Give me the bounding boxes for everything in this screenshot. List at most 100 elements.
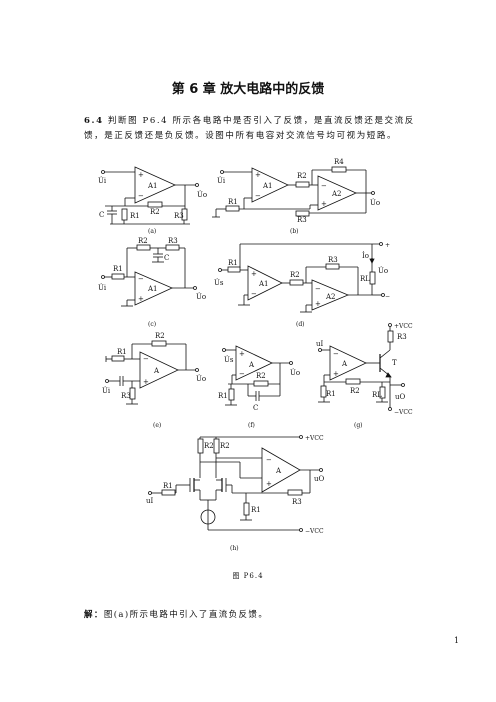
circuit-e: − + A R1 R2 U̇o U̇i R3 (e)	[102, 332, 206, 429]
label: −	[333, 350, 339, 358]
circuit-b: + − A1 U̇i R1 R2 − + A2 R4 U̇o R3	[212, 158, 380, 235]
label: T	[392, 359, 397, 367]
label: +	[385, 242, 390, 249]
label: R3	[328, 256, 338, 264]
subfigure-label: (c)	[148, 321, 156, 328]
label: A2	[331, 190, 342, 198]
label: −VCC	[394, 409, 413, 416]
label: U̇i	[217, 177, 226, 185]
label: +	[321, 200, 327, 208]
problem-statement: 6.4 判断图 P6.4 所示各电路中是否引入了反馈，是直流反馈还是交流反 馈，…	[84, 114, 422, 144]
label: R2	[297, 172, 307, 180]
label: R1	[113, 265, 123, 273]
circuit-a: + − A1 U̇i U̇o C R1 R2 R3 (a)	[98, 166, 207, 235]
answer-lead: 解：	[84, 610, 104, 620]
label: R1	[163, 482, 173, 490]
label: U̇i	[98, 284, 107, 292]
label: R2	[155, 332, 165, 340]
label: −	[255, 192, 261, 200]
label: R3	[168, 237, 178, 245]
label: R1	[228, 259, 238, 267]
label: −	[315, 285, 321, 293]
label: R1	[326, 390, 336, 398]
label: −	[239, 370, 245, 378]
label: U̇s	[224, 356, 234, 364]
label: A	[341, 360, 348, 368]
label: C	[164, 254, 169, 262]
label: A	[275, 467, 282, 475]
label: C	[253, 404, 258, 412]
chapter-title: 第 6 章 放大电路中的反馈	[171, 82, 325, 97]
label: R1	[218, 392, 228, 400]
label: −VCC	[305, 528, 324, 535]
label: U̇o	[197, 191, 207, 199]
label: uO	[395, 393, 406, 401]
circuit-g: − + A uI T R3 +VCC −VCC R2 R1 RL	[316, 323, 413, 429]
label: +	[266, 480, 272, 488]
subfigure-label: (b)	[290, 228, 299, 235]
label: +	[255, 171, 261, 179]
label: −	[321, 182, 327, 190]
label: −	[385, 293, 390, 300]
label: A	[248, 361, 255, 369]
label: +VCC	[305, 435, 324, 442]
subfigure-label: (d)	[296, 321, 305, 328]
label: U̇s	[214, 279, 224, 287]
label: A	[153, 367, 160, 375]
subfigure-label: (a)	[148, 228, 156, 235]
label: R1	[130, 212, 140, 220]
label: U̇i	[98, 177, 107, 185]
label: R2	[220, 442, 230, 450]
circuit-d: + − A1 R1 U̇s R2 − + A2 R3 RL İ	[214, 242, 390, 328]
label: −	[143, 355, 149, 363]
figure-caption: 图 P6.4	[232, 572, 264, 580]
label: İo	[362, 251, 369, 260]
label: −	[138, 192, 144, 200]
page-number: 1	[454, 636, 460, 645]
label: A1	[258, 280, 269, 288]
label: R3	[297, 216, 307, 224]
circuit-h: +VCC R2 R2 − + A uO R3	[146, 435, 325, 552]
label: C	[99, 211, 104, 219]
label: R2	[256, 372, 266, 380]
problem-number: 6.4	[84, 116, 104, 126]
label: +	[251, 270, 257, 278]
label: −	[138, 275, 144, 283]
label: R2	[150, 208, 160, 216]
subfigure-label: (g)	[354, 422, 363, 429]
label: A1	[147, 182, 158, 190]
label: R4	[334, 158, 344, 166]
label: U̇o	[370, 199, 380, 207]
label: R3	[397, 333, 407, 341]
label: R2	[290, 271, 300, 279]
label: R1	[251, 506, 261, 514]
label: U̇o	[196, 293, 206, 301]
label: R1	[228, 198, 238, 206]
label: R3	[174, 212, 184, 220]
problem-text-line1: 判断图 P6.4 所示各电路中是否引入了反馈，是直流反馈还是交流反	[107, 116, 415, 126]
label: uO	[314, 475, 325, 483]
label: uI	[316, 340, 324, 348]
label: U̇o	[290, 369, 300, 377]
label: U̇o	[378, 267, 388, 275]
label: +	[138, 171, 144, 179]
subfigure-label: (e)	[153, 422, 161, 429]
label: R2	[138, 237, 148, 245]
label: R2	[204, 442, 214, 450]
label: uI	[146, 497, 154, 505]
label: +	[315, 300, 321, 308]
label: A1	[147, 285, 158, 293]
label: R3	[121, 392, 131, 400]
subfigure-label: (h)	[230, 545, 239, 552]
circuit-f: + − A U̇s U̇o R2 C R1 (f)	[218, 345, 300, 429]
label: R1	[117, 348, 127, 356]
problem-text-line2: 馈，是正反馈还是负反馈。设图中所有电容对交流信号均可视为短路。	[84, 131, 398, 141]
circuit-c: − + A1 R1 U̇i R2 R3 C U̇o (c)	[98, 237, 206, 328]
label: U̇o	[196, 375, 206, 383]
label: R2	[350, 387, 360, 395]
label: A2	[325, 293, 336, 301]
answer: 解：图(a)所示电路中引入了直流负反馈。	[84, 608, 268, 620]
label: −	[251, 290, 257, 298]
label: U̇i	[102, 387, 111, 395]
